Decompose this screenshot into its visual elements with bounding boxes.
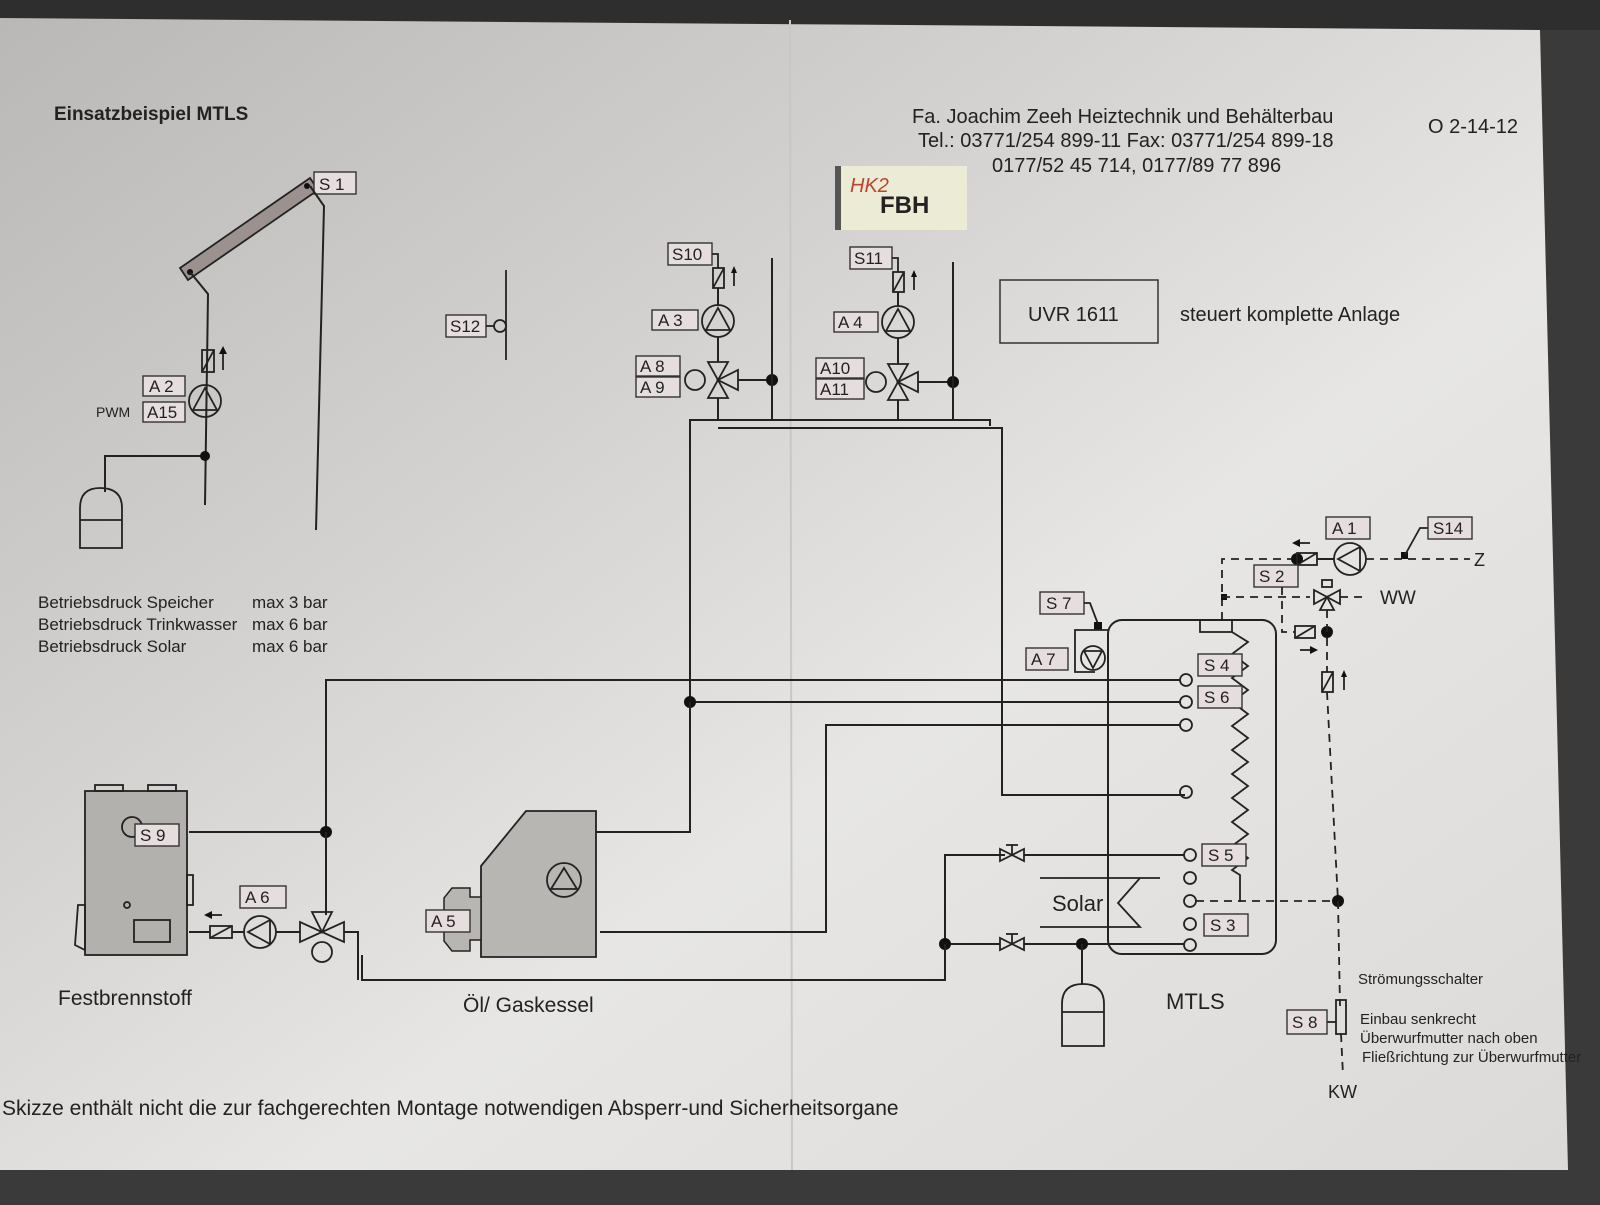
svg-text:S 1: S 1 (319, 175, 345, 194)
output-a8: A 8 (635, 355, 681, 377)
sensor-s9: S 9 (134, 823, 180, 847)
svg-text:Betriebsdruck Trinkwasser: Betriebsdruck Trinkwasser (38, 615, 238, 634)
solar-pump-icon (188, 384, 222, 418)
flow-switch-title: Strömungsschalter (1358, 971, 1483, 988)
svg-text:S 5: S 5 (1208, 846, 1234, 865)
svg-text:S14: S14 (1433, 519, 1463, 538)
svg-text:S 2: S 2 (1259, 567, 1285, 586)
company-line: Fa. Joachim Zeeh Heiztechnik und Behälte… (912, 106, 1333, 128)
svg-text:A 8: A 8 (640, 357, 665, 376)
svg-text:A 5: A 5 (431, 912, 456, 931)
sensor-s11: S11 (849, 246, 893, 270)
svg-text:S 4: S 4 (1204, 656, 1230, 675)
svg-text:S10: S10 (672, 245, 702, 264)
controller-description: steuert komplette Anlage (1180, 304, 1400, 326)
svg-text:max 6 bar: max 6 bar (252, 637, 328, 656)
paper (0, 18, 1568, 1170)
sensor-s2: S 2 (1253, 564, 1299, 588)
sensor-s3: S 3 (1203, 913, 1249, 937)
svg-text:A 7: A 7 (1031, 650, 1056, 669)
pump-a7-icon (1080, 645, 1106, 671)
sensor-s4: S 4 (1197, 653, 1243, 677)
sensor-s5: S 5 (1201, 843, 1247, 867)
svg-text:max 6 bar: max 6 bar (252, 615, 328, 634)
svg-text:Betriebsdruck Solar: Betriebsdruck Solar (38, 637, 187, 656)
svg-text:A15: A15 (147, 403, 177, 422)
phone-line: Tel.: 03771/254 899-11 Fax: 03771/254 89… (918, 130, 1334, 152)
output-a3: A 3 (651, 309, 699, 331)
svg-text:A 3: A 3 (658, 311, 683, 330)
flow-switch-note-2: Überwurfmutter nach oben (1360, 1029, 1538, 1047)
sensor-s10: S10 (667, 242, 713, 266)
svg-text:A11: A11 (820, 380, 849, 399)
footer-note: Skizze enthält nicht die zur fachgerecht… (2, 1097, 899, 1120)
sensor-s6: S 6 (1197, 685, 1243, 709)
output-a10: A10 (815, 357, 865, 379)
expansion-vessel-heating (1061, 983, 1105, 1047)
sticky-note: HK2 FBH (835, 166, 967, 230)
output-a6: A 6 (239, 885, 287, 909)
svg-text:S 3: S 3 (1210, 916, 1236, 935)
svg-text:S 7: S 7 (1046, 594, 1072, 613)
svg-text:A 4: A 4 (838, 313, 863, 332)
circulation-label: Z (1474, 550, 1485, 570)
paper-fold (789, 19, 793, 1171)
flow-switch-note-1: Einbau senkrecht (1360, 1011, 1477, 1028)
svg-text:A 6: A 6 (245, 888, 270, 907)
sticky-note-text: FBH (880, 192, 929, 219)
hot-water-label: WW (1380, 588, 1416, 609)
pressure-notes: Betriebsdruck Speicher max 3 bar Betrieb… (38, 593, 328, 656)
expansion-vessel-solar (79, 487, 123, 549)
output-a5: A 5 (425, 909, 471, 933)
output-a1: A 1 (1325, 516, 1371, 540)
svg-text:S11: S11 (854, 249, 883, 268)
sensor-s14: S14 (1427, 516, 1473, 540)
doc-code: O 2-14-12 (1428, 116, 1518, 138)
svg-text:S 6: S 6 (1204, 688, 1230, 707)
svg-text:S 8: S 8 (1292, 1013, 1318, 1032)
output-a15: A15 (142, 401, 186, 423)
svg-text:A 9: A 9 (640, 378, 665, 397)
sensor-s1: S 1 (313, 171, 357, 195)
storage-tank-label: MTLS (1166, 989, 1225, 1014)
diagram-title: Einsatzbeispiel MTLS (54, 104, 248, 125)
svg-text:S12: S12 (450, 317, 480, 336)
tank-ports (1179, 673, 1197, 952)
sensor-s7: S 7 (1039, 591, 1085, 615)
output-a7: A 7 (1025, 647, 1069, 671)
controller-box (999, 279, 1159, 344)
svg-text:A10: A10 (820, 359, 850, 378)
oil-gas-boiler (443, 810, 597, 958)
solid-fuel-boiler (74, 784, 194, 956)
solid-fuel-boiler-label: Festbrennstoff (58, 987, 192, 1010)
flow-switch-note-3: Fließrichtung zur Überwurfmutter (1362, 1048, 1581, 1066)
output-a2: A 2 (142, 375, 186, 397)
cold-water-label: KW (1328, 1082, 1357, 1102)
svg-text:S 9: S 9 (140, 826, 166, 845)
svg-text:A 1: A 1 (1332, 519, 1357, 538)
sensor-s8: S 8 (1286, 1009, 1328, 1035)
pwm-label: PWM (96, 404, 130, 420)
check-valve-icon (201, 349, 215, 373)
svg-text:max 3 bar: max 3 bar (252, 593, 328, 612)
sticky-note-handwriting: HK2 (850, 175, 889, 197)
svg-text:Betriebsdruck Speicher: Betriebsdruck Speicher (38, 593, 214, 612)
oil-gas-boiler-label: Öl/ Gaskessel (463, 994, 594, 1017)
output-a11: A11 (815, 378, 865, 400)
svg-text:A 2: A 2 (149, 377, 174, 396)
sensor-s12: S12 (445, 270, 507, 360)
mobile-line: 0177/52 45 714, 0177/89 77 896 (992, 155, 1281, 177)
controller-name: UVR 1611 (1028, 304, 1119, 326)
solar-coil-label: Solar (1052, 891, 1103, 916)
output-a4: A 4 (833, 311, 879, 333)
output-a9: A 9 (635, 376, 681, 398)
